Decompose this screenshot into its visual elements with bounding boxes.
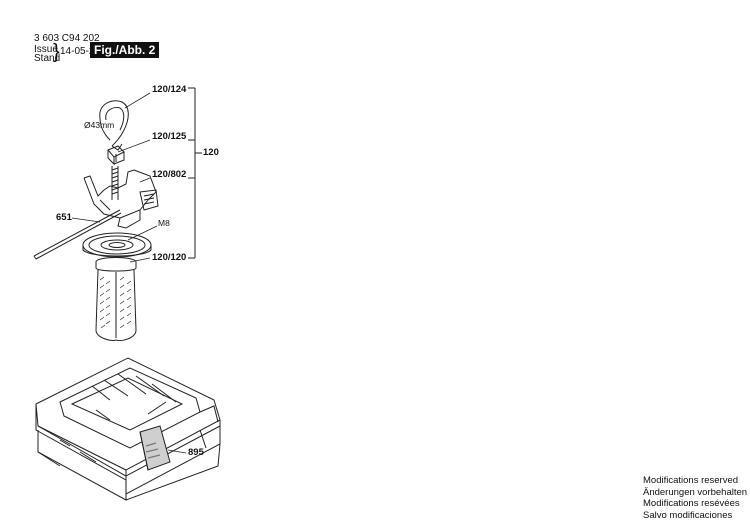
notice-line: Salvo modificaciones — [643, 509, 733, 521]
part-label-120: 120 — [203, 147, 219, 158]
leader-lines — [71, 92, 187, 454]
thread-size-label: M8 — [158, 218, 170, 228]
part-label-120-120: 120/120 — [152, 252, 187, 263]
part-label-895: 895 — [188, 447, 204, 458]
depth-rod — [33, 209, 122, 260]
notice-line: Änderungen vorbehalten — [643, 486, 748, 498]
part-label-120-125: 120/125 — [152, 131, 187, 142]
case-label-plate — [139, 425, 171, 471]
modifications-notice: Modifications reserved Änderungen vorbeh… — [643, 475, 747, 521]
threaded-bolt — [111, 166, 119, 200]
issue-label: Issue — [34, 44, 58, 55]
grip-handle — [95, 257, 137, 341]
diameter-label: Ø43mm — [84, 120, 115, 130]
notice-line: Modifications resévées — [643, 498, 740, 509]
part-label-120-124: 120/124 — [152, 84, 187, 95]
assembly-bracket — [188, 87, 202, 259]
carrying-case — [35, 357, 221, 501]
document-number: 3 603 C94 202 — [34, 33, 100, 44]
part-label-120-802: 120/802 — [152, 169, 187, 180]
stand-label: Stand — [34, 53, 61, 64]
figure-label: Fig./Abb. 2 — [90, 42, 160, 58]
issue-date: 14-05-28 — [60, 46, 101, 57]
square-nut — [107, 145, 125, 166]
handle-holder — [83, 169, 159, 229]
brace-glyph: } — [53, 41, 60, 63]
notice-line: Modifications reserved — [643, 475, 739, 486]
part-label-651: 651 — [56, 212, 72, 223]
toothed-washer — [82, 232, 152, 258]
